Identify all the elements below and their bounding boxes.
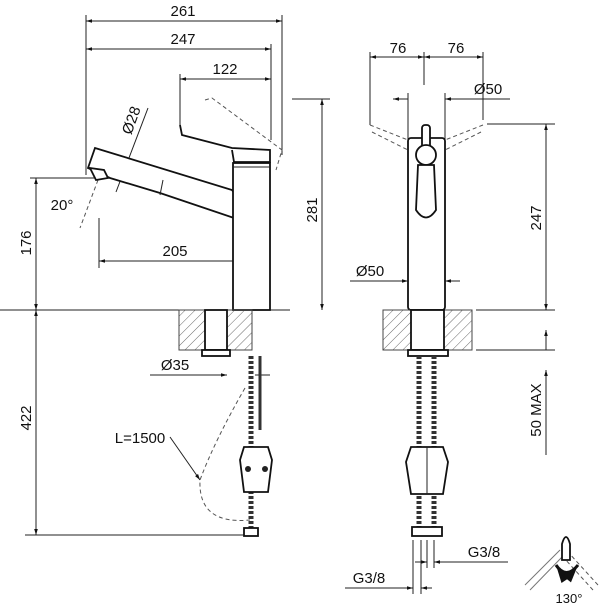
pull-out-hose-path xyxy=(199,387,251,521)
dim-diameter-50-body: Ø50 xyxy=(350,263,460,283)
dim-176: 176 xyxy=(18,178,38,310)
dim-50-body-label: Ø50 xyxy=(356,263,384,280)
nut xyxy=(201,349,231,357)
dim-76-right-label: 76 xyxy=(448,40,465,57)
dim-28-label: Ø28 xyxy=(119,104,145,136)
dim-247-label: 247 xyxy=(170,31,195,48)
dim-261: 261 xyxy=(86,3,282,23)
dim-50-max: 50 MAX xyxy=(528,330,548,455)
connection-right-label: G3/8 xyxy=(468,544,501,561)
connection-left-label: G3/8 xyxy=(353,570,386,587)
rotation-130-icon: 130° xyxy=(524,536,599,606)
dim-122: 122 xyxy=(180,61,271,81)
dim-76-left: 76 xyxy=(370,40,424,59)
dim-422-label: 422 xyxy=(18,405,35,430)
dim-122-label: 122 xyxy=(212,61,237,78)
hose-length-label: L=1500 xyxy=(115,430,165,447)
dim-50-head-label: Ø50 xyxy=(474,81,502,98)
dim-422: 422 xyxy=(18,310,38,535)
side-view: 261 247 122 281 176 205 Ø28 20° xyxy=(0,3,330,537)
dim-205: 205 xyxy=(99,243,251,263)
dim-247: 247 xyxy=(86,31,271,51)
rotation-angle-label: 130° xyxy=(556,591,583,606)
dim-281: 281 xyxy=(304,99,324,310)
dim-76-left-label: 76 xyxy=(390,40,407,57)
hose-end-fitting xyxy=(243,527,259,537)
dim-247-front-label: 247 xyxy=(528,205,545,230)
connection-fittings xyxy=(411,526,443,537)
hose-weight xyxy=(239,446,273,493)
dim-205-label: 205 xyxy=(162,243,187,260)
dim-diameter-35: Ø35 xyxy=(150,357,270,377)
lever xyxy=(179,124,271,163)
lever-open-position xyxy=(204,97,283,171)
dim-35-label: Ø35 xyxy=(161,357,189,374)
dim-76-right: 76 xyxy=(424,40,483,59)
faucet-body xyxy=(232,162,271,311)
dim-261-label: 261 xyxy=(170,3,195,20)
dim-50-max-label: 50 MAX xyxy=(528,383,545,436)
dim-176-label: 176 xyxy=(18,230,35,255)
dim-281-label: 281 xyxy=(304,197,321,222)
dim-angle-20: 20° xyxy=(51,179,99,229)
front-view: 76 76 Ø50 247 Ø50 xyxy=(345,40,555,594)
dim-20-label: 20° xyxy=(51,197,74,214)
shank xyxy=(204,309,228,351)
shank-front xyxy=(410,309,445,351)
spray-head xyxy=(88,166,110,181)
spout-front xyxy=(415,164,437,219)
connection-g38-left: G3/8 xyxy=(345,570,432,590)
hose-length-callout: L=1500 xyxy=(115,430,201,481)
dim-247-front: 247 xyxy=(528,124,548,310)
dim-diameter-50-head: Ø50 xyxy=(393,81,510,101)
connection-g38-right: G3/8 xyxy=(415,544,508,564)
